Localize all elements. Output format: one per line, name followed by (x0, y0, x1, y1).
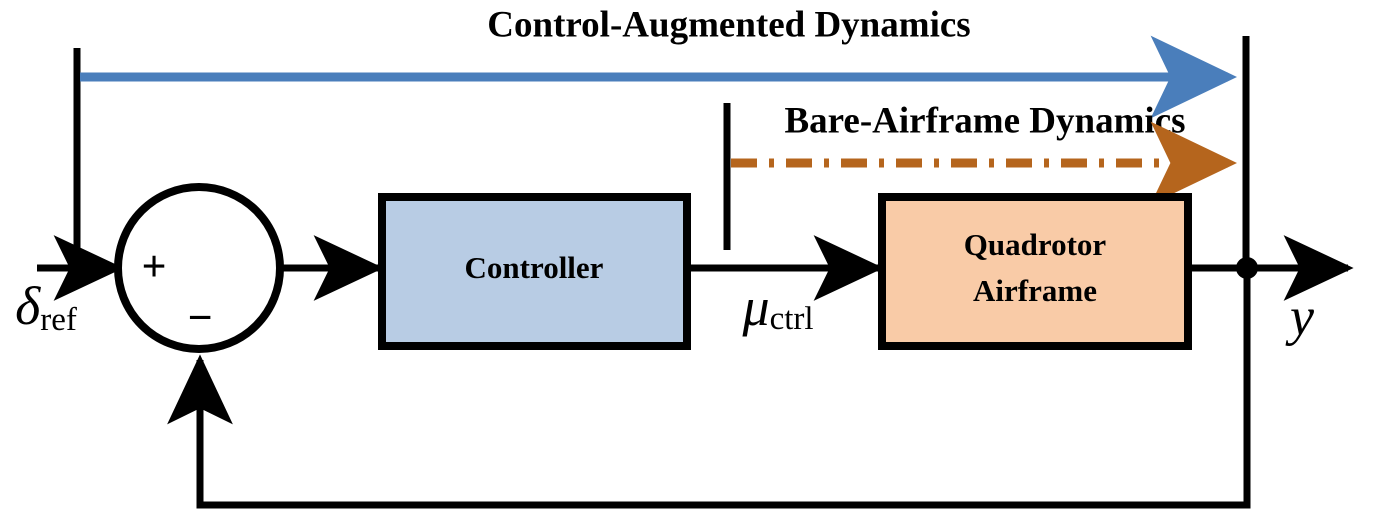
control-symbol: μ (741, 277, 769, 337)
reference-symbol: δ (15, 276, 41, 336)
quadrotor-airframe-label-line1: Quadrotor (964, 227, 1107, 262)
output-signal: y (1188, 235, 1354, 346)
bare-airframe-label: Bare-Airframe Dynamics (784, 100, 1185, 141)
summing-junction-minus-sign: − (187, 293, 212, 342)
quadrotor-airframe-block[interactable]: Quadrotor Airframe (878, 193, 1192, 350)
summing-junction: + − (114, 183, 284, 353)
bare-airframe-annotation: Bare-Airframe Dynamics (723, 100, 1237, 250)
reference-signal-label: δref (15, 276, 77, 337)
control-augmented-annotation: Control-Augmented Dynamics (73, 4, 1237, 268)
reference-subscript: ref (40, 302, 77, 338)
controller-block-label: Controller (465, 250, 604, 285)
control-augmented-label: Control-Augmented Dynamics (487, 4, 970, 45)
controller-block-rect[interactable] (378, 193, 691, 350)
feedback-path-line (167, 268, 1251, 509)
reference-input-signal: δref (15, 235, 124, 338)
summing-junction-circle (114, 183, 284, 353)
quadrotor-airframe-block-rect[interactable] (878, 193, 1192, 350)
control-subscript: ctrl (770, 301, 814, 337)
summing-junction-plus-sign: + (141, 242, 166, 291)
quadrotor-airframe-label-line2: Airframe (973, 273, 1097, 308)
feedback-path (167, 268, 1251, 509)
control-signal-label: μctrl (741, 277, 813, 337)
control-signal: μctrl (687, 235, 884, 337)
controller-block[interactable]: Controller (378, 193, 691, 350)
output-signal-label: y (1285, 286, 1314, 346)
